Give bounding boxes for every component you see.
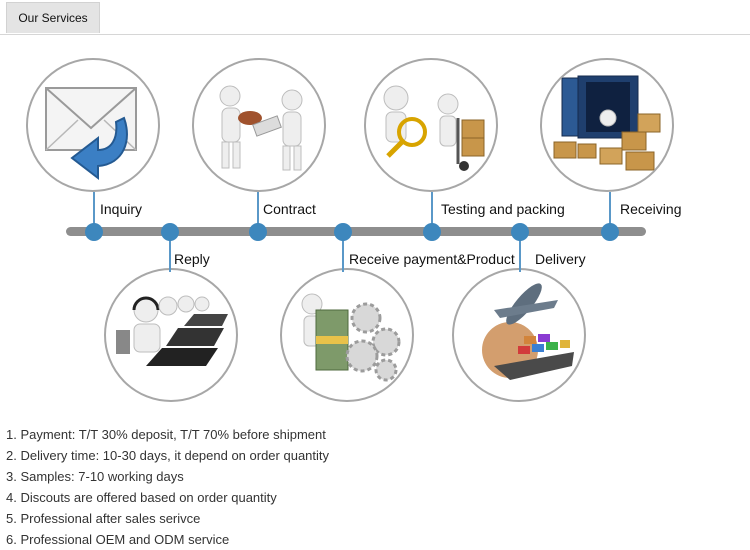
testing-illustration [364,58,498,192]
service-terms-list: 1. Payment: T/T 30% deposit, T/T 70% bef… [6,424,329,550]
inquiry-connector [93,192,95,232]
delivery-connector [519,232,521,272]
list-item: 4. Discouts are offered based on order q… [6,490,277,505]
list-item: 6. Professional OEM and ODM service [6,532,230,547]
magnifier-inspection-icon [383,85,485,171]
list-item: 3. Samples: 7-10 working days [6,469,184,484]
testing-node [423,223,441,241]
receiving-node [601,223,619,241]
delivery-node [511,223,529,241]
testing-connector [431,192,433,232]
envelope-reply-icon [45,87,137,181]
tab-our-services[interactable]: Our Services [6,2,100,33]
service-process-diagram: Inquiry Contract Testing and packing Rec… [0,40,750,420]
step-label-payment: Receive payment&Product [349,251,515,267]
step-label-delivery: Delivery [535,251,586,267]
payment-node [334,223,352,241]
step-label-reply: Reply [174,251,210,267]
plane-ship-icon [482,283,574,380]
handshake-contract-icon [219,85,303,171]
reply-node [161,223,179,241]
list-item: 2. Delivery time: 10-30 days, it depend … [6,448,330,463]
list-item: 5. Professional after sales serivce [6,511,201,526]
process-timeline [66,227,646,236]
container-boxes-icon [553,75,661,171]
money-gears-icon [301,293,401,382]
step-label-receiving: Receiving [620,201,682,217]
contract-connector [257,192,259,232]
payment-illustration [280,268,414,402]
receiving-connector [609,192,611,232]
inquiry-illustration [26,58,160,192]
receiving-illustration [540,58,674,192]
payment-connector [342,232,344,272]
step-label-testing: Testing and packing [441,201,565,217]
delivery-illustration [452,268,586,402]
call-center-icon [116,295,228,366]
list-item: 1. Payment: T/T 30% deposit, T/T 70% bef… [6,427,326,442]
reply-illustration [104,268,238,402]
reply-connector [169,232,171,272]
step-label-contract: Contract [263,201,316,217]
inquiry-node [85,223,103,241]
section-tab-bar: Our Services [0,0,750,35]
contract-illustration [192,58,326,192]
step-label-inquiry: Inquiry [100,201,143,217]
contract-node [249,223,267,241]
